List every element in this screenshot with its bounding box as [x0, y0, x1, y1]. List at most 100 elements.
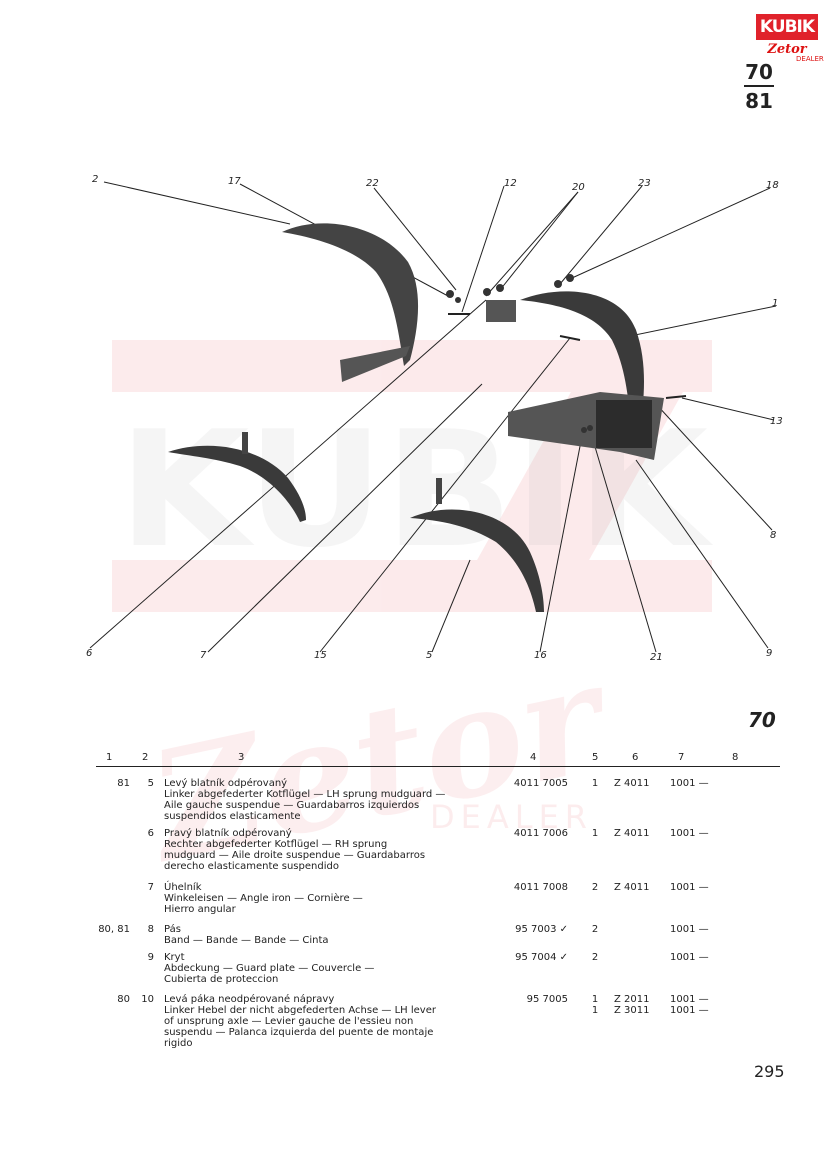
part-number-cell: 4011 7005: [513, 778, 568, 789]
group-cell: 81: [117, 778, 130, 789]
mudguard-left-upper: [282, 223, 419, 382]
serial-cell: Z 4011: [614, 882, 658, 893]
serial-line: Z 4011: [614, 828, 650, 839]
header-col-6: 6: [632, 752, 639, 763]
callout-17: 17: [228, 176, 241, 187]
part-number-cell: 4011 7006: [513, 828, 568, 839]
serial-cell: Z 4011: [614, 828, 658, 839]
description-line: Úhelník: [164, 882, 202, 893]
header-col-4: 4: [530, 752, 537, 763]
position-cell: 9: [147, 952, 154, 963]
table-header: 1 2 3 4 5 6 7 8: [96, 752, 780, 767]
description-line: derecho elasticamente suspendido: [164, 861, 339, 872]
group-number: 70 81: [744, 60, 774, 113]
group-number-bottom: 81: [745, 89, 773, 113]
group-cell: 80, 81: [98, 924, 130, 935]
from-number-line: 1001 —: [670, 952, 709, 963]
logo-zetor: Zetor: [767, 42, 807, 57]
quantity-cell: 2: [591, 952, 599, 963]
part-number-cell: 95 7003 ✓: [515, 924, 568, 935]
callout-15: 15: [314, 650, 327, 661]
description-line: Linker Hebel der nicht abgefederten Achs…: [164, 1005, 436, 1016]
description-line: Linker abgefederter Kotflügel — LH sprun…: [164, 789, 446, 800]
page-number: 295: [754, 1062, 785, 1081]
serial-cell: Z 4011: [614, 778, 658, 789]
exploded-parts-diagram: 2 17 22 12 20 23 18 1 13 8 9 21 16 5 15 …: [86, 174, 783, 663]
from-number-line: 1001 —: [670, 994, 709, 1005]
description-line: Levá páka neodpérované nápravy: [164, 994, 335, 1005]
description-line: Pravý blatník odpérovaný: [164, 828, 292, 839]
logo-dealer: DEALER: [796, 55, 824, 63]
mudguard-right-lower: [410, 478, 544, 612]
position-cell: 8: [147, 924, 154, 935]
from-number-cell: 1001 —: [670, 952, 716, 963]
section-number: 70: [748, 708, 776, 732]
quantity-cell: 2: [591, 882, 599, 893]
quantity-cell: 1 1: [591, 994, 599, 1016]
group-cell: 80: [117, 994, 130, 1005]
callout-23: 23: [638, 178, 651, 189]
header-col-8: 8: [732, 752, 739, 763]
header-col-1: 1: [106, 752, 113, 763]
header-col-2: 2: [142, 752, 149, 763]
callout-6: 6: [86, 648, 92, 659]
from-number-cell: 1001 —: [670, 778, 716, 789]
quantity-cell: 1: [591, 828, 599, 839]
from-number-cell: 1001 —1001 —: [670, 994, 716, 1016]
callout-7: 7: [200, 650, 207, 661]
from-number-cell: 1001 —: [670, 924, 716, 935]
group-number-top: 70: [745, 60, 773, 84]
from-number-line: 1001 —: [670, 828, 709, 839]
header-col-3: 3: [238, 752, 245, 763]
quantity-cell: 2: [591, 924, 599, 935]
position-cell: 7: [147, 882, 154, 893]
part-number-cell: 95 7004 ✓: [515, 952, 568, 963]
from-number-cell: 1001 —: [670, 828, 716, 839]
description-line: of unsprung axle — Levier gauche de l'es…: [164, 1016, 414, 1027]
brand-logo: KUBIK Zetor DEALER: [756, 14, 824, 63]
description-line: rigido: [164, 1038, 193, 1049]
part-number-cell: 4011 7008: [513, 882, 568, 893]
group-divider: [744, 85, 774, 87]
mudguard-right-assembly: [508, 291, 664, 460]
position-cell: 5: [147, 778, 154, 789]
description-line: Cubierta de proteccion: [164, 974, 279, 985]
description-line: suspendu — Palanca izquierda del puente …: [164, 1027, 434, 1038]
part-number-cell: 95 7005: [526, 994, 568, 1005]
serial-line: Z 2011: [614, 994, 650, 1005]
callout-22: 22: [366, 178, 379, 189]
from-number-line: 1001 —: [670, 882, 709, 893]
callout-20: 20: [572, 182, 585, 193]
logo-kubik: KUBIK: [756, 14, 818, 40]
callout-12: 12: [504, 178, 517, 189]
callout-1: 1: [772, 298, 778, 309]
callout-13: 13: [770, 416, 783, 427]
hardware: [446, 274, 687, 433]
description-line: suspendidos elasticamente: [164, 811, 301, 822]
header-col-7: 7: [678, 752, 685, 763]
callout-2: 2: [92, 174, 98, 185]
callout-18: 18: [766, 180, 779, 191]
description-line: mudguard — Aile droite suspendue — Guard…: [164, 850, 426, 861]
description-line: Abdeckung — Guard plate — Couvercle —: [164, 963, 375, 974]
callout-8: 8: [770, 530, 776, 541]
from-number-line: 1001 —: [670, 778, 709, 789]
description-line: Aile gauche suspendue — Guardabarros izq…: [164, 800, 420, 811]
description-line: Rechter abgefederter Kotflügel — RH spru…: [164, 839, 388, 850]
description-line: Band — Bande — Bande — Cinta: [164, 935, 329, 946]
mudguard-left-lower: [168, 432, 306, 522]
position-cell: 6: [147, 828, 154, 839]
description-line: Levý blatník odpérovaný: [164, 778, 288, 789]
